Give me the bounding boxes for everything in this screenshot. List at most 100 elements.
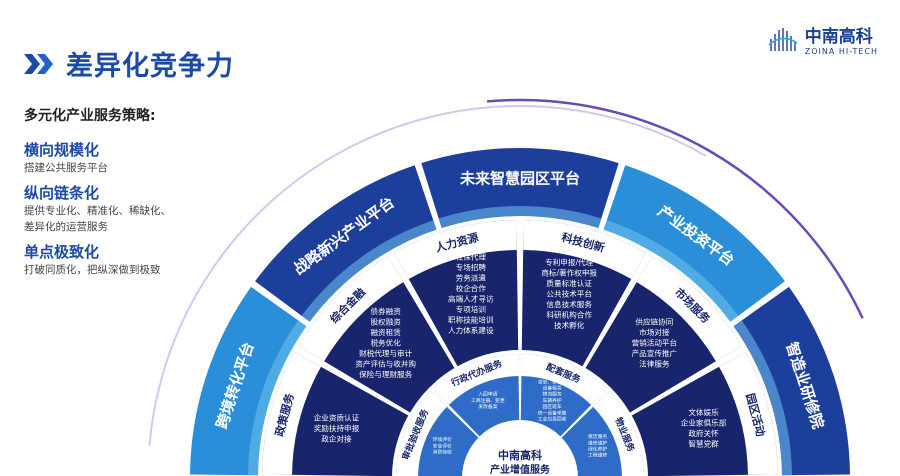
service-item: 法律服务 [639, 359, 670, 369]
strategy-panel: 多元化产业服务策略: 横向规模化 搭建公共服务平台 纵向链条化 提供专业化、精准… [24, 105, 171, 278]
service-item: 企业资质认证 [314, 412, 360, 422]
service-item: 商标/著作权申报 [541, 267, 597, 277]
service-header-band [394, 220, 517, 279]
platform-inner-edge [248, 320, 307, 476]
service-header-band [262, 352, 321, 475]
decorative-arc [148, 105, 707, 446]
inner-sector [433, 354, 520, 437]
platform-band [733, 286, 850, 476]
service-item: 融资租赁 [370, 327, 401, 337]
service-item: 供应链协同 [635, 317, 673, 327]
inner-header-band [433, 354, 519, 405]
inner-item: 入园申请 [478, 391, 497, 398]
logo-mark-icon [768, 28, 798, 51]
strategy-desc: 差异化的运营服务 [24, 221, 108, 233]
service-item: 奖励扶持申报 [314, 423, 360, 433]
service-item: 政企对接 [321, 433, 352, 443]
service-sector [262, 352, 409, 476]
service-item: 专项培训 [456, 304, 487, 314]
platform-band [255, 165, 437, 322]
service-item: 质量标准认证 [546, 278, 592, 288]
service-item: 高端人才寻访 [448, 294, 494, 304]
inner-item: 绿化养护 [588, 445, 607, 452]
platform-inner-edge [301, 220, 437, 322]
strategy-desc: 提供专业化、精准化、稀缺化、 [24, 205, 171, 217]
inner-item: 环境评价 [433, 436, 452, 443]
inner-item: 安全评价 [433, 442, 452, 449]
service-item: 产品宣传推广 [632, 348, 678, 358]
strategy-desc: 打破同质化，把纵深做到极致 [24, 264, 161, 276]
service-item: 劳务派遣 [456, 273, 487, 283]
platform-segment [733, 286, 850, 476]
inner-item: 发改备案 [478, 403, 497, 410]
inner-item: 工业垃圾回收 [538, 415, 567, 422]
strategy-desc: 搭建公共服务平台 [24, 162, 108, 174]
decorative-arc [486, 98, 864, 319]
title-group: 差异化竞争力 [22, 44, 234, 83]
platform-segment [421, 148, 619, 228]
strategy-title: 单点极致化 [24, 243, 100, 261]
strategy-item: 纵向链条化 提供专业化、精准化、稀缺化、 差异化的运营服务 [24, 182, 171, 235]
platform-label: 未来智慧园区平台 [459, 170, 580, 188]
service-item: 人力体系建设 [448, 325, 494, 335]
inner-item: 物流服务 [543, 391, 562, 398]
inner-item: 工商注册、变更 [471, 397, 505, 404]
center-core [466, 424, 574, 476]
service-item: 市场对接 [639, 327, 670, 337]
service-item: 企业家俱乐部 [681, 418, 727, 428]
service-item: 信息技术服务 [546, 299, 592, 309]
service-item: 社保代理 [456, 252, 487, 262]
strategy-item: 单点极致化 打破同质化，把纵深做到极致 [24, 241, 171, 278]
service-header-band [523, 220, 646, 279]
service-item: 专利申报/代理 [545, 257, 594, 267]
platform-inner-edge [733, 320, 792, 476]
inner-header-band [521, 354, 607, 405]
platform-segment [255, 165, 437, 322]
service-item: 技术孵化 [554, 320, 585, 330]
service-item: 科研机构合作 [546, 309, 592, 319]
inner-item: 食堂、便利店 [538, 378, 567, 385]
inner-item: 保洁服务 [588, 433, 607, 440]
platform-segment [603, 165, 785, 322]
service-sector [585, 256, 742, 413]
strategy-item: 横向规模化 搭建公共服务平台 [24, 139, 171, 176]
inner-item: 消防验收 [433, 449, 452, 456]
service-body [585, 256, 742, 413]
service-body [298, 256, 455, 413]
platform-band [421, 148, 619, 228]
service-header-band [636, 256, 742, 362]
platform-band [190, 286, 307, 476]
inner-item: 设备租赁 [543, 384, 562, 391]
center-title: 中南高科 [498, 448, 542, 462]
platform-band [603, 165, 785, 322]
service-item: 债券融资 [370, 306, 401, 316]
strategy-title: 横向规模化 [24, 141, 100, 159]
service-item: 专场招聘 [456, 262, 487, 272]
inner-sector [396, 391, 479, 476]
service-item: 税务优化 [370, 338, 401, 348]
inner-sector [520, 354, 607, 437]
inner-item: 统一设备采集 [538, 409, 567, 416]
inner-header-band [593, 391, 644, 476]
inner-header-band [396, 391, 447, 476]
service-header-band [719, 352, 778, 475]
service-item: 股权融资 [370, 317, 401, 327]
service-item: 智慧党群 [688, 439, 719, 449]
page-title: 差异化竞争力 [66, 51, 234, 82]
service-item: 政府关怀 [688, 428, 719, 438]
service-item: 公共技术平台 [546, 288, 592, 298]
platform-inner-edge [438, 206, 602, 228]
inner-sector [561, 391, 644, 476]
service-sector [298, 256, 455, 413]
inner-item: 维修维护 [588, 439, 607, 446]
service-sector [631, 352, 778, 476]
inner-item: 园区班车 [543, 403, 562, 410]
service-header-band [298, 256, 404, 362]
inner-item: 工程维修 [588, 452, 607, 459]
inner-item: 车辆养护 [543, 397, 562, 404]
company-logo: 中南高科 ZOINA HI-TECH [765, 22, 878, 56]
strategy-title: 纵向链条化 [24, 184, 100, 202]
service-item: 文体娱乐 [688, 407, 719, 417]
service-sector [521, 220, 646, 367]
